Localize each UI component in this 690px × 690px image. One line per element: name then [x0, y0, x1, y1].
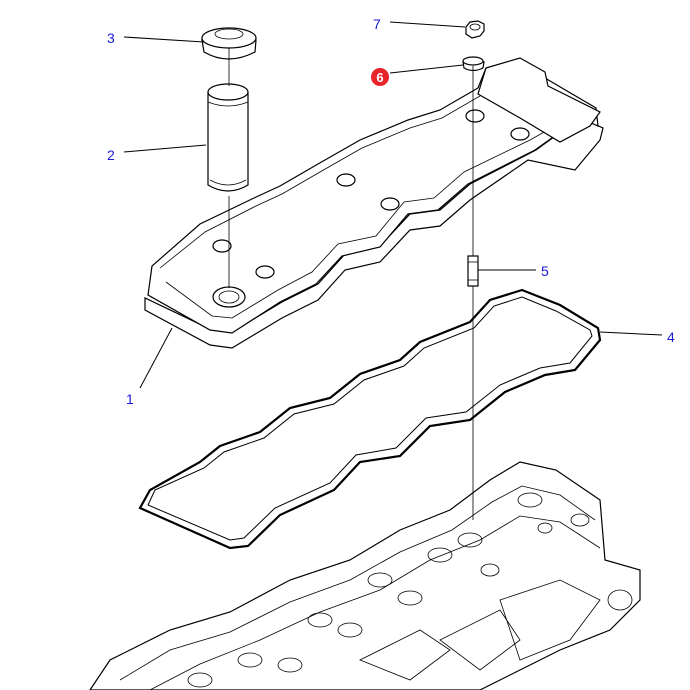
cylinder-head — [89, 461, 641, 690]
leader-lines — [123, 21, 663, 389]
callout-6[interactable]: 6 — [376, 70, 383, 85]
leader-6 — [389, 64, 464, 74]
leader-4 — [599, 331, 663, 336]
callout-4[interactable]: 4 — [667, 329, 675, 345]
filler-tube[interactable] — [207, 83, 249, 192]
callout-3[interactable]: 3 — [107, 30, 115, 46]
nut[interactable] — [465, 20, 485, 39]
filler-cap[interactable] — [201, 27, 257, 60]
gasket[interactable] — [138, 288, 602, 550]
leader-7 — [389, 21, 466, 28]
assembly-lines — [228, 48, 474, 520]
callout-2[interactable]: 2 — [107, 147, 115, 163]
seal-washer[interactable] — [462, 56, 485, 72]
highlight-badge — [371, 68, 389, 86]
callout-6-badge[interactable]: 6 — [371, 68, 389, 86]
leader-2 — [123, 144, 207, 153]
leader-3 — [123, 36, 205, 43]
leader-1 — [139, 327, 173, 389]
callout-5[interactable]: 5 — [541, 263, 549, 279]
callout-7[interactable]: 7 — [373, 16, 381, 32]
valve-cover[interactable] — [144, 57, 604, 349]
stud[interactable] — [467, 255, 479, 287]
callout-1[interactable]: 1 — [126, 391, 134, 407]
callout-labels: 1 2 3 4 5 6 7 — [107, 16, 675, 407]
